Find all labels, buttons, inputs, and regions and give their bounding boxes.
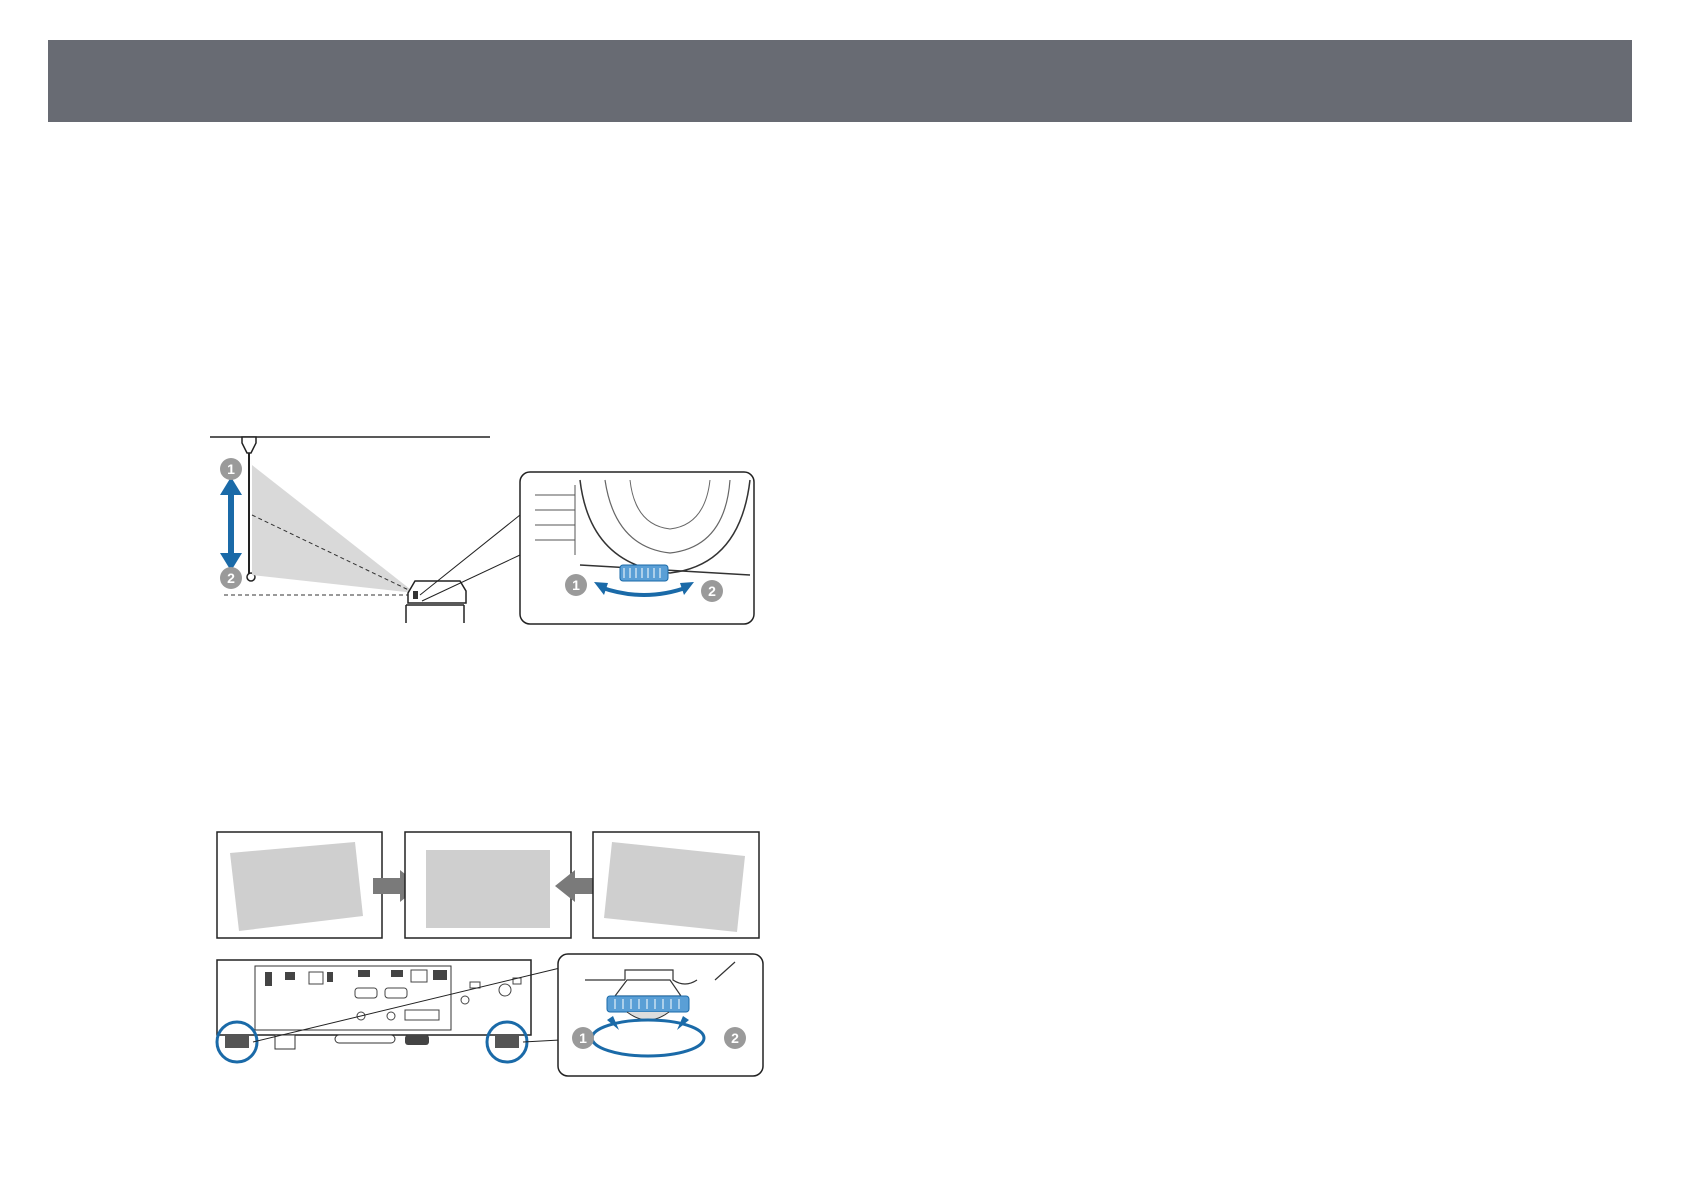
tilt-adjust-illustration: 1 2 — [215, 830, 765, 1080]
svg-text:1: 1 — [579, 1030, 587, 1046]
rear-callout-1: 1 — [572, 1027, 594, 1049]
callout-1: 1 — [220, 458, 242, 480]
screen-tilted-right — [593, 832, 759, 938]
svg-text:2: 2 — [708, 583, 716, 599]
svg-text:2: 2 — [227, 570, 235, 586]
height-adjust-figure: 1 2 — [210, 425, 770, 625]
closeup-callout-2: 2 — [701, 580, 723, 602]
tilt-adjust-figure: 1 2 — [215, 830, 765, 1080]
projector-rear — [217, 960, 531, 1062]
svg-text:1: 1 — [227, 461, 235, 477]
callout-2: 2 — [220, 567, 242, 589]
rear-callout-2: 2 — [724, 1027, 746, 1049]
header-bar — [48, 40, 1632, 122]
foot-closeup-rear: 1 2 — [558, 954, 763, 1076]
foot-closeup: 1 2 — [520, 472, 754, 624]
svg-text:1: 1 — [572, 577, 580, 593]
screen-tilted-left — [217, 832, 382, 938]
screen-level — [405, 832, 571, 938]
height-adjust-illustration: 1 2 — [210, 425, 770, 625]
svg-text:2: 2 — [731, 1030, 739, 1046]
closeup-callout-1: 1 — [565, 574, 587, 596]
projector-side — [406, 581, 466, 623]
